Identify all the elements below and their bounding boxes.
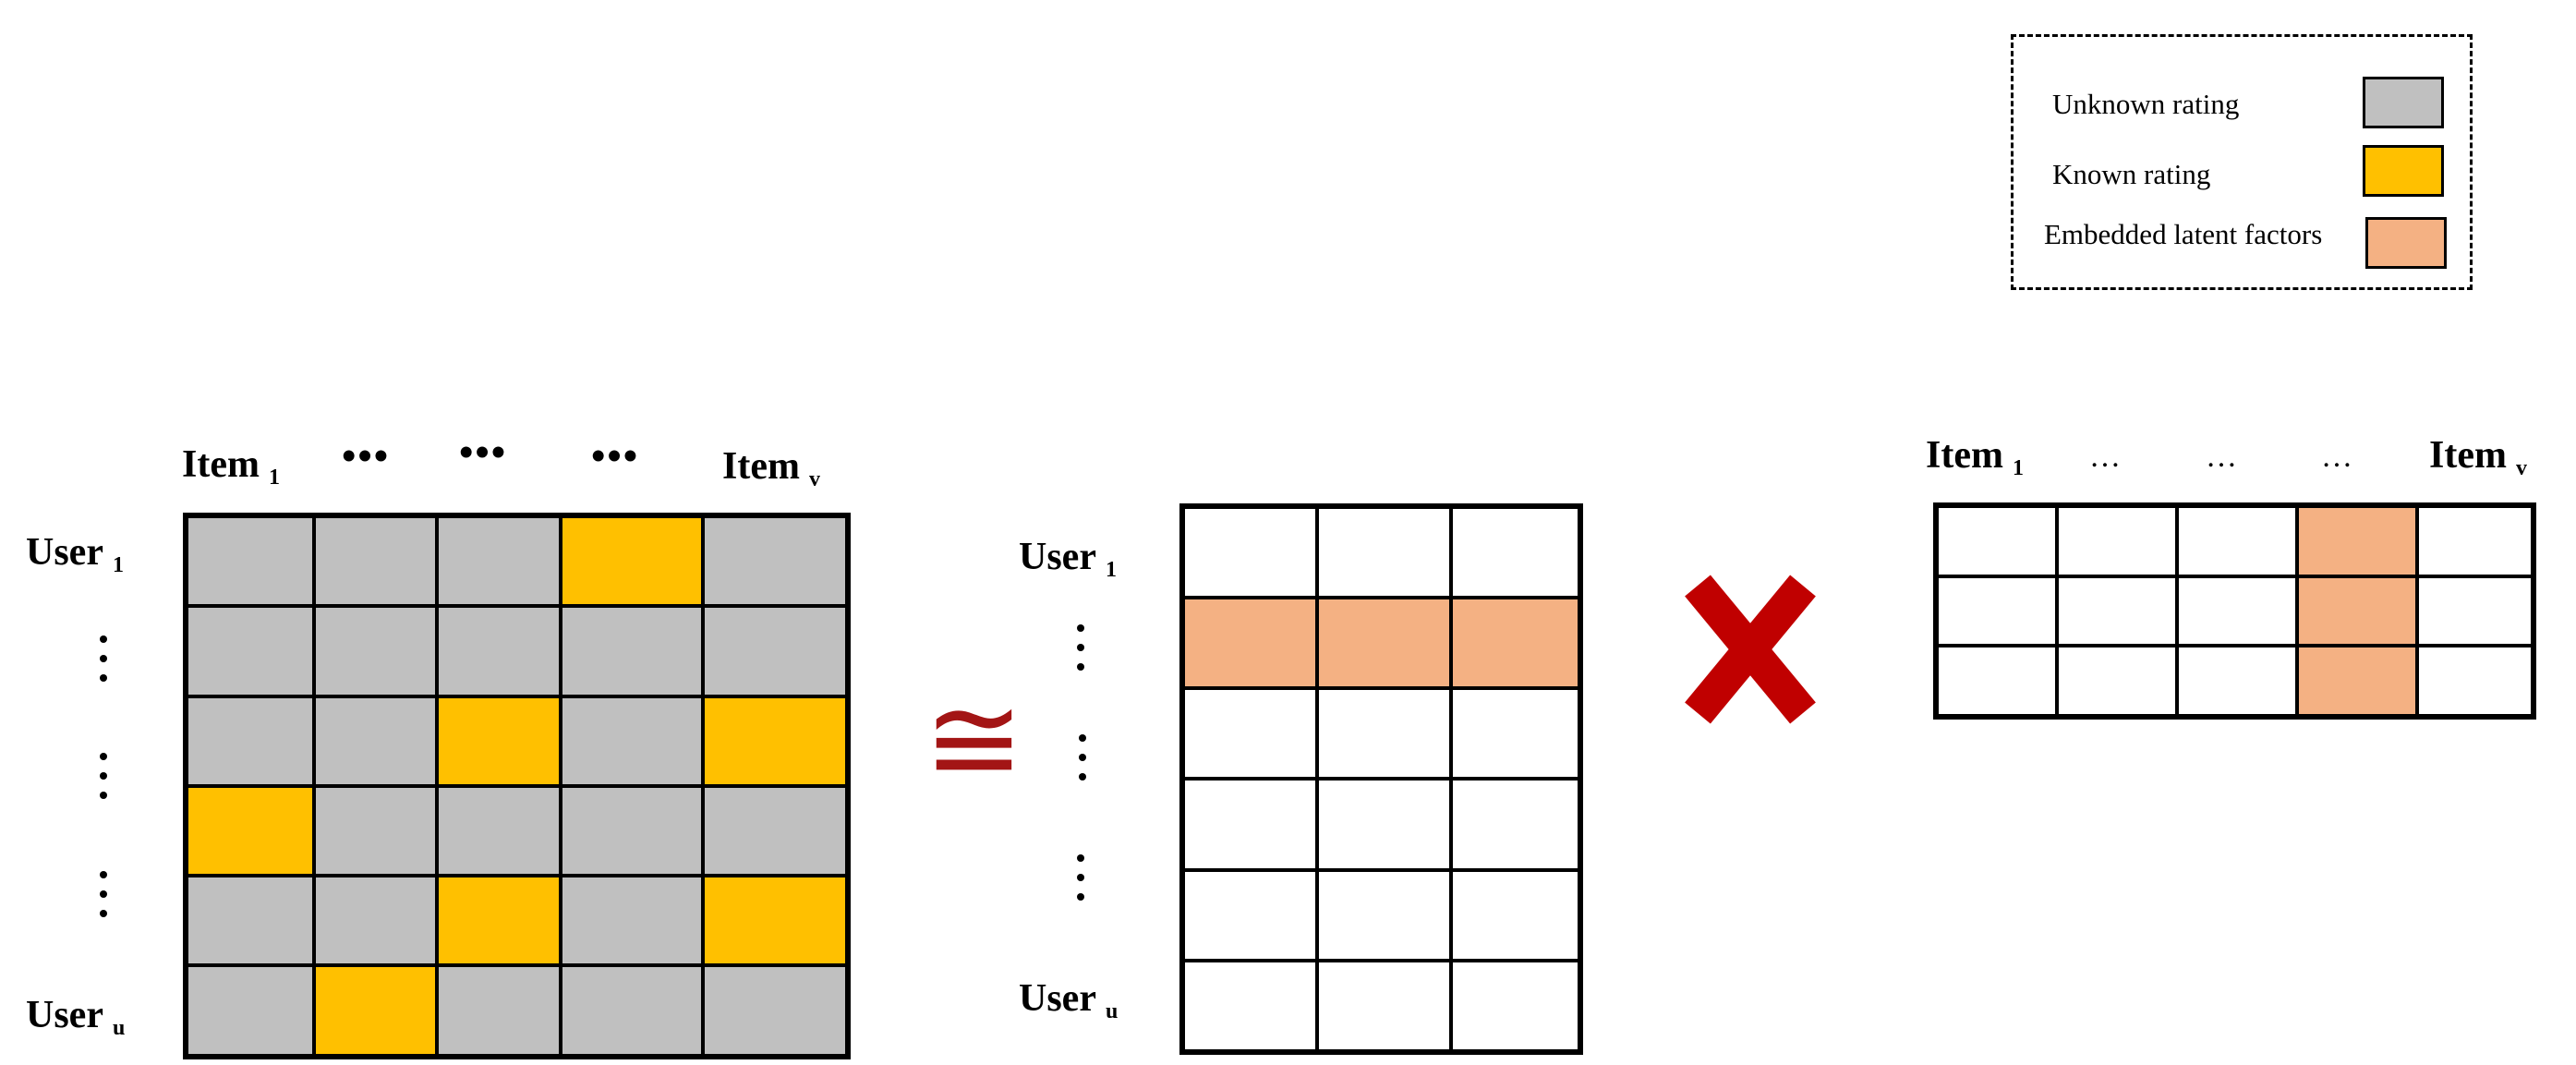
unknown-rating-cell [703, 965, 847, 1056]
item-matrix-cell [2177, 646, 2297, 716]
item-col-dots-3: … [2321, 440, 2354, 474]
user-matrix-cell [1451, 507, 1579, 599]
known-rating-cell [703, 876, 847, 965]
known-rating-cell [703, 696, 847, 786]
item-matrix-cell [2417, 575, 2533, 647]
user-matrix-cell [1451, 688, 1579, 780]
rating-col-dots-3: ••• [591, 433, 640, 478]
user-latent-matrix [1179, 503, 1583, 1055]
unknown-rating-cell [437, 516, 561, 606]
user-latent-factor-cell [1451, 598, 1579, 689]
item-latent-matrix [1933, 502, 2536, 720]
item-matrix-cell [2057, 575, 2177, 647]
item-matrix-cell [1937, 506, 2057, 576]
legend-label-latent: Embedded latent factors [2044, 218, 2323, 250]
known-rating-cell [314, 965, 437, 1056]
user-row-vdots-1 [1077, 624, 1086, 671]
unknown-rating-cell [314, 606, 437, 696]
unknown-rating-cell [703, 786, 847, 876]
user-row-vdots-3 [1077, 854, 1086, 901]
user-matrix-cell [1451, 779, 1579, 870]
item-matrix-cell [1937, 575, 2057, 647]
item-latent-factor-cell [2297, 575, 2417, 647]
user-matrix-cell [1451, 869, 1579, 961]
unknown-rating-cell [187, 606, 314, 696]
unknown-rating-cell [703, 606, 847, 696]
rating-col-dots-1: ••• [342, 433, 391, 478]
known-rating-cell [561, 516, 703, 606]
item-matrix-cell [2177, 506, 2297, 576]
multiply-cross-icon [1685, 575, 1816, 724]
unknown-rating-cell [561, 606, 703, 696]
user-matrix-cell [1183, 779, 1317, 870]
legend-swatch-unknown [2363, 77, 2444, 128]
unknown-rating-cell [561, 786, 703, 876]
unknown-rating-cell [187, 696, 314, 786]
legend-label-unknown: Unknown rating [2052, 88, 2240, 120]
item-col-dots-2: … [2206, 440, 2239, 474]
user-matrix-cell [1183, 507, 1317, 599]
rating-matrix [183, 513, 851, 1059]
user-matrix-cell [1183, 960, 1317, 1051]
known-rating-cell [437, 876, 561, 965]
rating-col-dots-2: ••• [459, 430, 508, 475]
unknown-rating-cell [561, 965, 703, 1056]
item-matrix-cell [1937, 646, 2057, 716]
user-matrix-cell [1317, 869, 1451, 961]
unknown-rating-cell [314, 696, 437, 786]
user-matrix-cell [1183, 688, 1317, 780]
legend-label-known: Known rating [2052, 158, 2211, 190]
legend-swatch-known [2363, 145, 2444, 197]
known-rating-cell [437, 696, 561, 786]
user-matrix-cell [1183, 869, 1317, 961]
item-latent-factor-cell [2297, 646, 2417, 716]
unknown-rating-cell [437, 606, 561, 696]
user-matrix-cell [1317, 960, 1451, 1051]
unknown-rating-cell [561, 696, 703, 786]
unknown-rating-cell [437, 786, 561, 876]
item-col-dots-1: … [2089, 440, 2122, 474]
user-row-vdots-2 [1079, 734, 1088, 781]
user-matrix-cell [1317, 688, 1451, 780]
user-latent-factor-cell [1183, 598, 1317, 689]
unknown-rating-cell [187, 965, 314, 1056]
unknown-rating-cell [187, 876, 314, 965]
unknown-rating-cell [314, 516, 437, 606]
unknown-rating-cell [561, 876, 703, 965]
item-matrix-cell [2417, 646, 2533, 716]
unknown-rating-cell [703, 516, 847, 606]
item-matrix-cell [2057, 506, 2177, 576]
known-rating-cell [187, 786, 314, 876]
user-matrix-cell [1451, 960, 1579, 1051]
item-matrix-cell [2417, 506, 2533, 576]
user-latent-factor-cell [1317, 598, 1451, 689]
user-matrix-cell [1317, 779, 1451, 870]
legend-box: Unknown rating Known rating Embedded lat… [2011, 34, 2473, 290]
legend-swatch-latent [2365, 217, 2447, 269]
item-latent-factor-cell [2297, 506, 2417, 576]
cross-stroke-2 [1685, 575, 1816, 724]
unknown-rating-cell [314, 786, 437, 876]
rating-row-vdots-2 [100, 753, 109, 799]
user-matrix-cell [1317, 507, 1451, 599]
rating-row-vdots-1 [100, 635, 109, 682]
item-matrix-cell [2177, 575, 2297, 647]
unknown-rating-cell [314, 876, 437, 965]
rating-row-vdots-3 [100, 871, 109, 917]
approx-equal-symbol: ≅ [924, 669, 1024, 809]
item-matrix-cell [2057, 646, 2177, 716]
unknown-rating-cell [187, 516, 314, 606]
unknown-rating-cell [437, 965, 561, 1056]
